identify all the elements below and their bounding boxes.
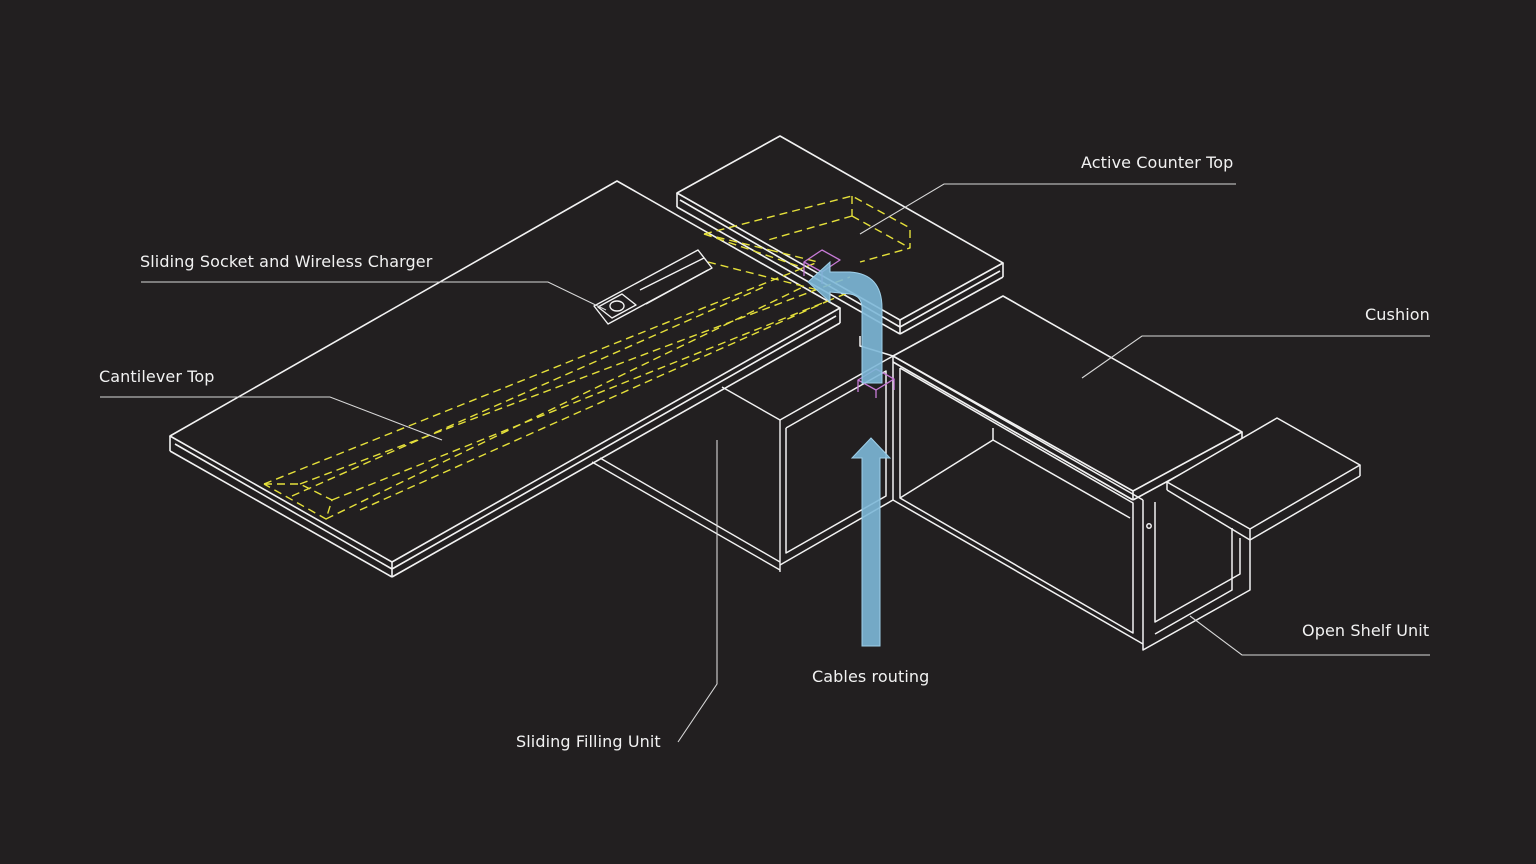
leader-active-counter-top (859, 183, 1236, 235)
cable-routing-arrows (807, 260, 892, 647)
hidden-cable-channel (263, 195, 911, 520)
label-cushion: Cushion (1365, 305, 1430, 324)
label-sliding-socket: Sliding Socket and Wireless Charger (140, 252, 433, 271)
leader-open-shelf-unit (1189, 615, 1430, 656)
leader-sliding-filling-unit (677, 440, 718, 743)
leader-sliding-socket (141, 281, 607, 311)
cushion-slab (892, 295, 1243, 501)
leader-cantilever-top (100, 396, 443, 441)
label-sliding-filling-unit: Sliding Filling Unit (516, 732, 661, 751)
label-cantilever-top: Cantilever Top (99, 367, 215, 386)
sliding-filling-unit-shape (591, 386, 781, 572)
leader-cushion (1081, 335, 1430, 379)
label-active-counter-top: Active Counter Top (1081, 153, 1234, 172)
cantilever-top-slab (169, 180, 841, 578)
open-shelf-unit-shape (1142, 417, 1361, 651)
leader-lines (100, 183, 1430, 743)
sliding-socket-device (593, 249, 713, 325)
label-open-shelf-unit: Open Shelf Unit (1302, 621, 1430, 640)
label-cables-routing: Cables routing (812, 667, 930, 686)
